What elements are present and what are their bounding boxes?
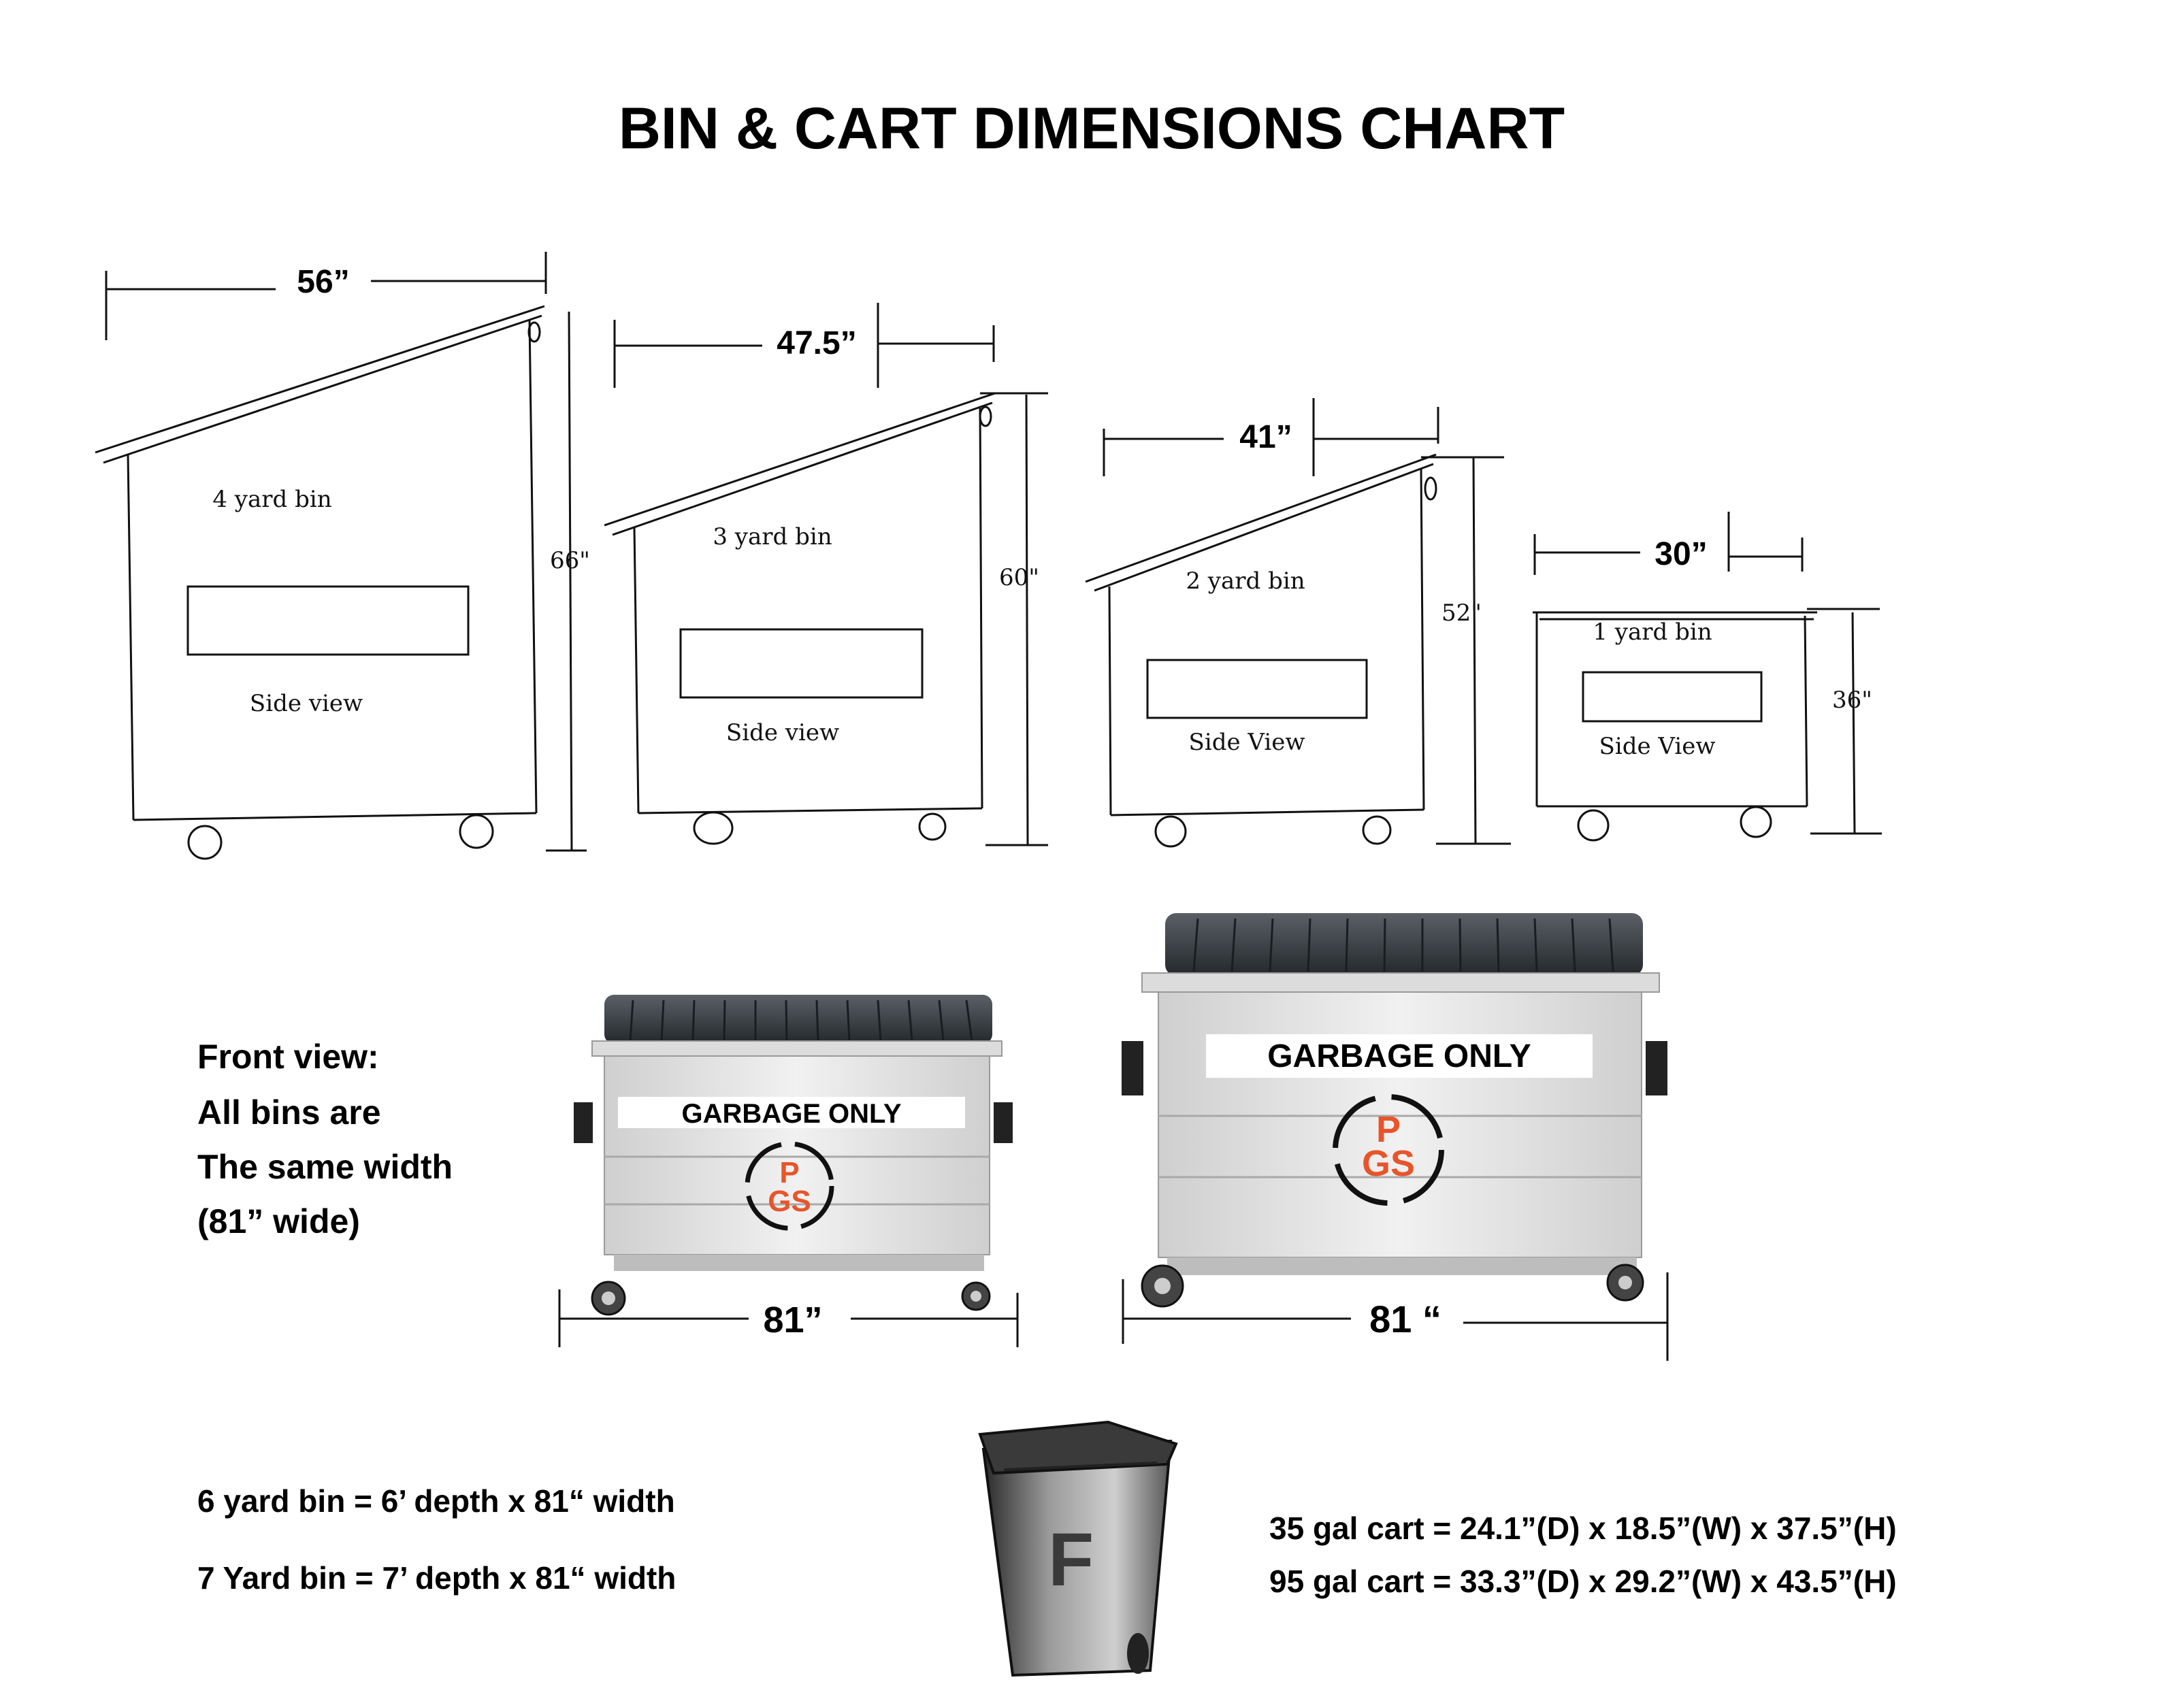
wheel-icon [459, 814, 494, 849]
front-view-line-4: (81” wide) [197, 1202, 360, 1240]
wheel-icon [1577, 809, 1610, 842]
garbage-sign: GARBAGE ONLY [681, 1099, 901, 1129]
side-view-label: Side view [250, 690, 363, 717]
wheel-icon [1740, 806, 1772, 838]
cart-specs: 35 gal cart = 24.1”(D) x 18.5”(W) x 37.5… [1269, 1511, 1897, 1599]
svg-text:P: P [779, 1156, 799, 1189]
front-bin-small: GARBAGE ONLY P GS 81” [558, 995, 1019, 1347]
wheel-icon [1362, 815, 1392, 845]
height-label: 36" [1832, 687, 1872, 714]
side-bin-3-yard: 47.5” 3 yard bin Side view 60" [604, 303, 1048, 846]
width-label: 30” [1655, 536, 1707, 572]
width-label: 81” [763, 1300, 822, 1340]
side-view-label: Side View [1189, 729, 1305, 756]
garbage-sign: GARBAGE ONLY [1267, 1038, 1531, 1074]
wheel-icon [693, 811, 734, 845]
spec-6-yard: 6 yard bin = 6’ depth x 81“ width [197, 1483, 675, 1519]
front-view-line-3: The same width [197, 1148, 453, 1186]
pgs-logo-icon: P GS [1333, 1094, 1444, 1206]
svg-text:GS: GS [1362, 1143, 1415, 1184]
bin-name-label: 2 yard bin [1186, 567, 1305, 595]
wheel-icon [1154, 815, 1187, 848]
svg-text:F: F [1048, 1518, 1094, 1602]
side-view-label: Side View [1599, 733, 1716, 760]
bin-name-label: 4 yard bin [212, 486, 331, 513]
spec-35-gal: 35 gal cart = 24.1”(D) x 18.5”(W) x 37.5… [1269, 1511, 1897, 1546]
cart-icon: F [978, 1420, 1178, 1677]
pgs-logo-icon: P GS [745, 1141, 834, 1231]
spec-95-gal: 95 gal cart = 33.3”(D) x 29.2”(W) x 43.5… [1269, 1564, 1897, 1599]
width-label: 56” [297, 264, 349, 300]
side-view-label: Side view [726, 719, 839, 746]
spec-7-yard: 7 Yard bin = 7’ depth x 81“ width [197, 1560, 676, 1596]
front-view-note: Front view: All bins are The same width … [197, 1038, 453, 1240]
bin-name-label: 1 yard bin [1593, 619, 1712, 646]
svg-text:GS: GS [768, 1185, 811, 1218]
front-view-line-1: Front view: [197, 1038, 379, 1076]
wheel-icon [187, 825, 223, 860]
front-bin-large: GARBAGE ONLY P GS 81 “ [1122, 913, 1669, 1361]
front-view-line-2: All bins are [197, 1093, 381, 1132]
width-label: 81 “ [1369, 1298, 1441, 1340]
bin-specs: 6 yard bin = 6’ depth x 81“ width 7 Yard… [197, 1483, 676, 1596]
height-label: 60" [999, 564, 1039, 591]
svg-text:P: P [1376, 1109, 1401, 1150]
height-label: 66" [550, 547, 590, 574]
side-bin-2-yard: 41” 2 yard bin Side View 52" [1085, 398, 1511, 848]
side-bin-1-yard: 30” 1 yard bin Side View 36" [1533, 512, 1882, 842]
bin-name-label: 3 yard bin [713, 523, 832, 550]
wheel-icon [918, 812, 947, 841]
side-bin-4-yard: 56” 4 yard bin Side view 66" [95, 252, 590, 860]
height-label: 52" [1441, 599, 1482, 627]
page-title: BIN & CART DIMENSIONS CHART [619, 96, 1565, 161]
width-label: 47.5” [777, 325, 856, 361]
width-label: 41” [1239, 419, 1292, 455]
